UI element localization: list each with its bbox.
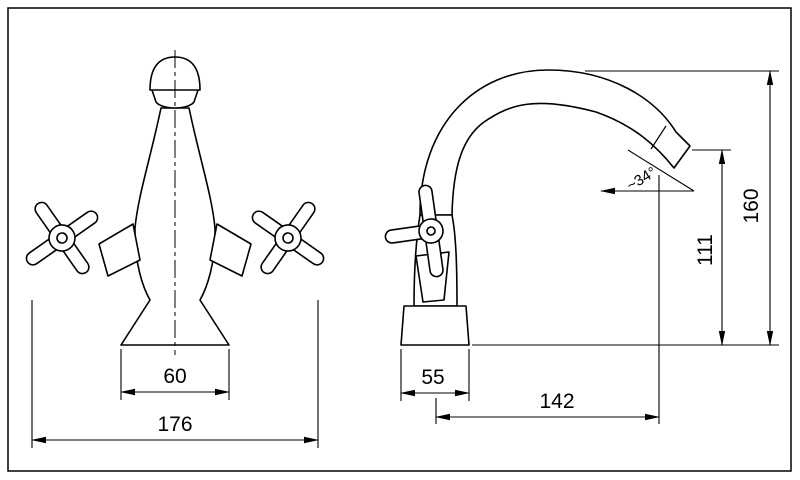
front-view: 60 176 [25, 50, 325, 448]
handle-hub-center [426, 226, 436, 236]
side-view: ~34° 111 160 55 142 [384, 69, 779, 424]
dim-label-base-width: 60 [163, 365, 186, 388]
spout-tip-joint-line [650, 125, 667, 150]
angle-label: ~34° [624, 164, 660, 195]
dim-label-spout-reach: 142 [539, 390, 574, 413]
dim-label-outlet-height: 111 [694, 234, 717, 266]
dim-base-depth: 55 [400, 349, 470, 401]
right-handle-base [209, 223, 252, 277]
dim-outlet-height: 111 [692, 149, 731, 346]
dim-base-width: 60 [120, 349, 230, 400]
side-base [400, 305, 470, 346]
right-cross-handle [251, 201, 325, 275]
dim-label-overall-height: 160 [740, 188, 763, 223]
handle-hub-center [56, 232, 68, 244]
dim-spout-reach: 142 [435, 175, 660, 424]
dim-label-overall-width: 176 [157, 413, 192, 436]
cap-collar [151, 89, 199, 109]
spout [419, 69, 691, 216]
dim-label-base-depth: 55 [421, 366, 444, 389]
left-cross-handle [25, 201, 99, 275]
faucet-body [120, 107, 230, 346]
drawing-border [7, 7, 792, 472]
angle-axis-line [627, 149, 695, 192]
side-cross-handle [384, 184, 444, 278]
handle-hub-center [282, 232, 294, 244]
left-handle-base [98, 223, 141, 277]
dim-overall-width: 176 [31, 300, 319, 448]
dim-overall-height: 160 [585, 70, 779, 346]
